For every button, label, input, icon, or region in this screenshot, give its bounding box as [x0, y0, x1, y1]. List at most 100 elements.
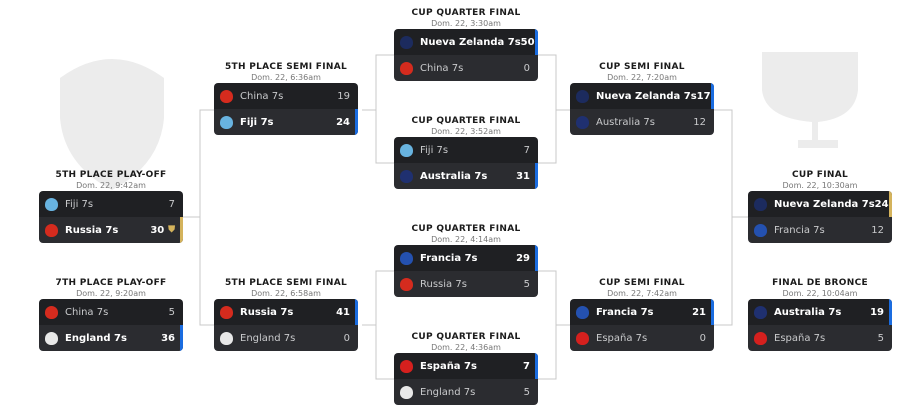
match-title: 7TH PLACE PLAY-OFF — [55, 278, 167, 288]
team-score: 0 — [699, 332, 706, 344]
team-score: 7 — [523, 360, 530, 372]
team-score: 41 — [336, 306, 350, 318]
team-row[interactable]: España 7s 5 — [748, 325, 892, 351]
team-row[interactable]: England 7s 5 — [394, 379, 538, 405]
team-score: 5 — [877, 332, 884, 344]
flag-russia-icon — [45, 223, 58, 237]
shield-icon: ⛊ — [168, 225, 175, 235]
shield-watermark-icon — [60, 59, 164, 190]
match-title: CUP SEMI FINAL — [599, 278, 685, 288]
match-title: 5TH PLACE SEMI FINAL — [224, 278, 348, 288]
team-name: España 7s — [774, 332, 826, 344]
team-name: Nueva Zelanda 7s — [596, 90, 697, 102]
team-name: Fiji 7s — [240, 116, 274, 128]
team-score: 36 — [161, 332, 175, 344]
match-title: CUP QUARTER FINAL — [411, 116, 521, 126]
flag-russia-icon — [220, 305, 233, 319]
flag-australia-icon — [576, 115, 589, 129]
team-name: China 7s — [240, 90, 284, 102]
team-row[interactable]: Fiji 7s 7 — [394, 137, 538, 163]
team-score: 19 — [870, 306, 884, 318]
match-date: Dom. 22, 9:20am — [76, 289, 146, 298]
team-score: 19 — [337, 90, 350, 102]
match-title: FINAL DE BRONCE — [772, 278, 868, 288]
team-name: España 7s — [420, 360, 477, 372]
team-row[interactable]: China 7s 19 — [214, 83, 358, 109]
match-title: 5TH PLACE PLAY-OFF — [55, 170, 167, 180]
match-date: Dom. 22, 4:36am — [431, 343, 501, 352]
team-name: Australia 7s — [596, 116, 655, 128]
team-row[interactable]: España 7s 7 — [394, 353, 538, 379]
team-score: 7 — [523, 144, 530, 156]
flag-fiji-icon — [45, 197, 58, 211]
team-name: England 7s — [420, 386, 476, 398]
flag-fiji-icon — [400, 143, 413, 157]
team-row[interactable]: Russia 7s 41 — [214, 299, 358, 325]
flag-fiji-icon — [220, 115, 233, 129]
team-name: Fiji 7s — [420, 144, 449, 156]
team-name: Francia 7s — [420, 252, 478, 264]
team-name: China 7s — [420, 62, 464, 74]
flag-espana-icon — [754, 331, 767, 345]
team-score: 17 — [696, 90, 711, 102]
team-name: Russia 7s — [240, 306, 294, 318]
flag-nz-icon — [576, 89, 589, 103]
team-score: 12 — [871, 224, 884, 236]
team-score: 5 — [523, 386, 530, 398]
match-date: Dom. 22, 7:42am — [607, 289, 677, 298]
flag-china-icon — [220, 89, 233, 103]
match-date: Dom. 22, 6:36am — [251, 73, 321, 82]
flag-china-icon — [400, 61, 413, 75]
team-name: China 7s — [65, 306, 109, 318]
team-name: Francia 7s — [596, 306, 654, 318]
team-name: Australia 7s — [420, 170, 488, 182]
flag-england-icon — [220, 331, 233, 345]
team-score: 7 — [168, 198, 175, 210]
flag-nz-icon — [754, 197, 767, 211]
match-date: Dom. 22, 10:04am — [782, 289, 858, 298]
flag-australia-icon — [754, 305, 767, 319]
